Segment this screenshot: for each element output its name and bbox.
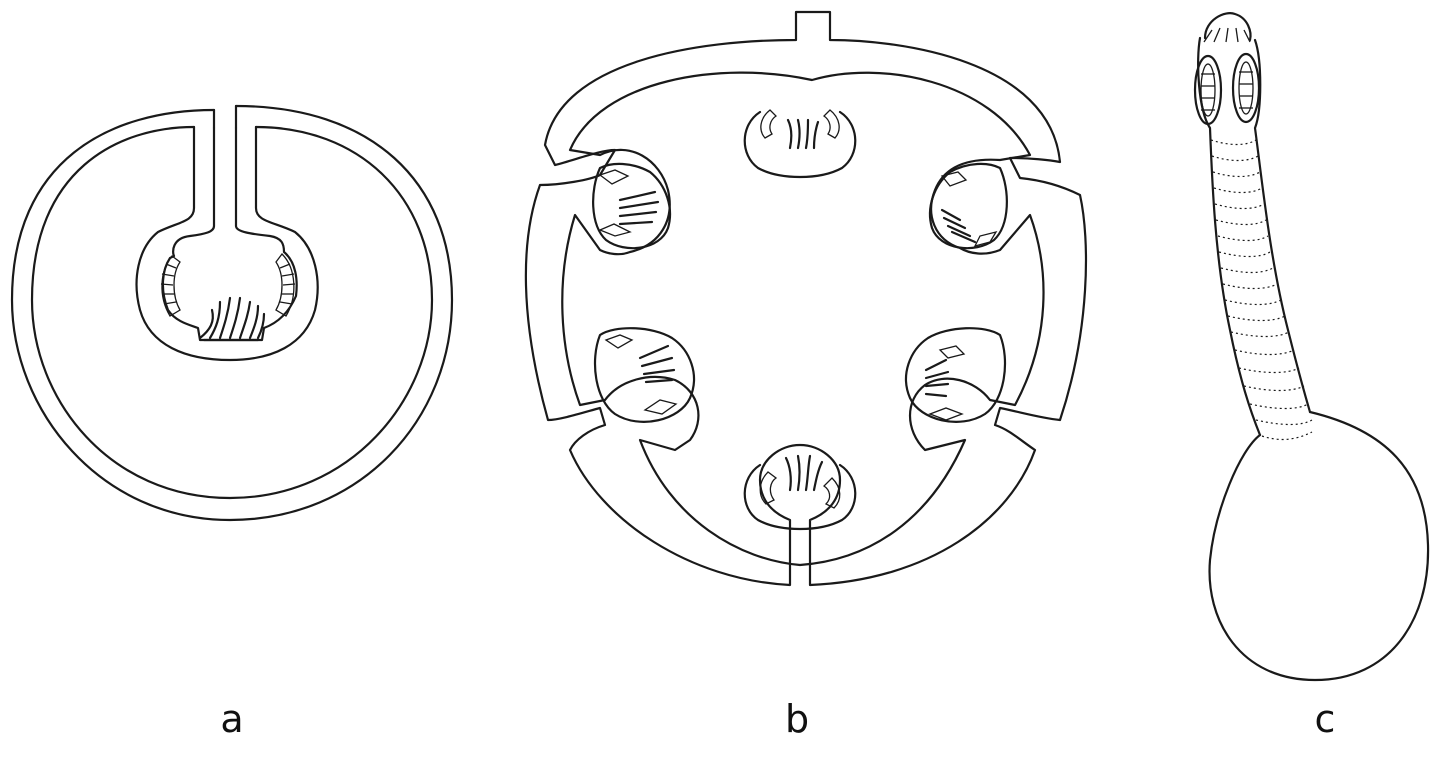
panel-a-left-band bbox=[160, 255, 181, 317]
panel-c-head-bristles bbox=[1203, 27, 1251, 43]
panel-b-chamber-lower-right bbox=[905, 327, 1007, 423]
panel-c-drawing bbox=[1193, 12, 1430, 682]
panel-a-outer-wall bbox=[10, 104, 454, 522]
panel-b-chamber-upper-left bbox=[592, 162, 672, 250]
panel-b-inner-wall bbox=[561, 71, 1045, 567]
panel-c-stalk-right bbox=[1253, 38, 1312, 414]
panel-c-body bbox=[1208, 410, 1430, 682]
panel-label-b: b bbox=[784, 697, 810, 741]
panel-b-outer-wall bbox=[524, 10, 1088, 587]
panel-a-channel bbox=[135, 125, 319, 362]
panel-b-chamber-top bbox=[743, 109, 857, 179]
panel-a-inner-wall bbox=[30, 125, 434, 500]
panel-b-chamber-bottom bbox=[743, 454, 857, 531]
panel-b-drawing bbox=[524, 10, 1088, 587]
panel-a-flagella bbox=[198, 296, 266, 342]
panel-c-stalk-left bbox=[1197, 36, 1262, 437]
panel-a-cavity bbox=[161, 126, 298, 342]
panel-b-chamber-upper-right bbox=[928, 162, 1008, 250]
panel-b-chamber-lower-left bbox=[593, 327, 695, 423]
panel-a-right-band bbox=[275, 253, 296, 317]
panel-c-right-eye bbox=[1231, 52, 1261, 124]
panel-c-head bbox=[1203, 12, 1252, 42]
panel-label-a: a bbox=[220, 697, 244, 741]
panel-c-segments bbox=[1210, 139, 1313, 426]
panel-label-c: c bbox=[1314, 697, 1336, 741]
panel-a-drawing bbox=[10, 104, 454, 522]
